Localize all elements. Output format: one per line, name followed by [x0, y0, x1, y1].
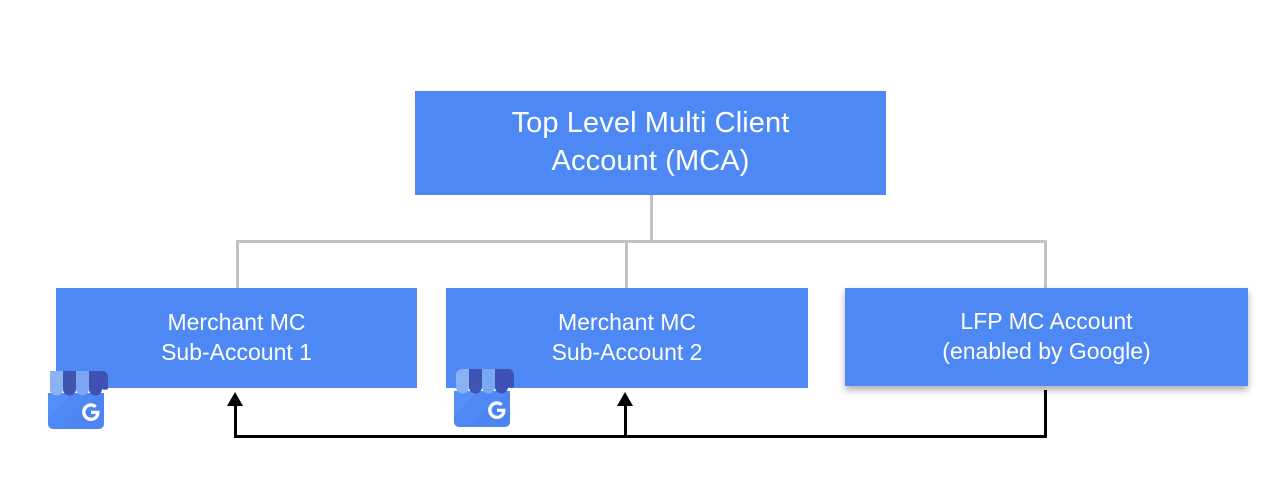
- node-top-level-mca[interactable]: Top Level Multi Client Account (MCA): [415, 91, 886, 195]
- arrowhead-to-sub-account-1: [227, 392, 243, 406]
- google-business-profile-icon: [42, 367, 110, 431]
- flow-riser-to-sub-account-2: [624, 404, 627, 438]
- flow-riser-to-sub-account-1: [234, 404, 237, 438]
- node-merchant-mc-sub-account-2-line2: Sub-Account 2: [551, 339, 703, 365]
- arrowhead-to-sub-account-2: [617, 392, 633, 406]
- node-merchant-mc-sub-account-1[interactable]: Merchant MC Sub-Account 1: [56, 288, 417, 388]
- node-top-level-mca-line2: Account (MCA): [551, 145, 750, 177]
- connector-root-stem: [650, 195, 653, 242]
- node-merchant-mc-sub-account-1-line2: Sub-Account 1: [161, 339, 312, 365]
- node-lfp-mc-account[interactable]: LFP MC Account (enabled by Google): [845, 288, 1248, 386]
- node-lfp-mc-account-line1: LFP MC Account: [960, 308, 1133, 335]
- connector-horizontal-bus: [236, 240, 1047, 243]
- letter-g: [82, 403, 100, 421]
- flow-horizontal-bus: [234, 435, 1047, 438]
- node-merchant-mc-sub-account-2-line1: Merchant MC: [557, 309, 697, 336]
- node-merchant-mc-sub-account-1-line1: Merchant MC: [167, 309, 306, 336]
- node-top-level-mca-line1: Top Level Multi Client: [511, 107, 790, 140]
- letter-g: [488, 401, 506, 419]
- connector-drop-lfp: [1044, 240, 1047, 289]
- connector-drop-sub2: [625, 240, 628, 289]
- flow-riser-from-lfp: [1044, 390, 1047, 438]
- node-lfp-mc-account-line2: (enabled by Google): [942, 338, 1151, 364]
- connector-drop-sub1: [236, 240, 239, 289]
- google-business-profile-icon: [448, 365, 516, 429]
